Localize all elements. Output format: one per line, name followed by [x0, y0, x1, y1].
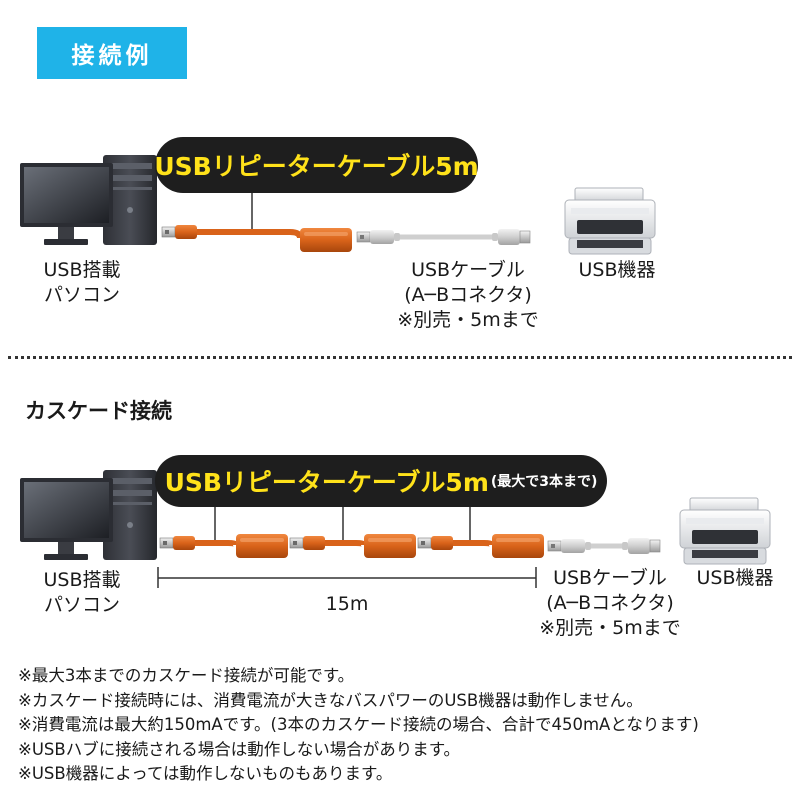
- repeater-box-icon: [364, 534, 416, 558]
- section-badge: 接続例: [37, 27, 187, 79]
- cascade-pc-label-line1: USB搭載: [43, 569, 121, 591]
- repeater-box-icon: [236, 534, 288, 558]
- cascade-usb-cable-label-line1: USBケーブル: [553, 567, 667, 589]
- repeater-box-icon: [492, 534, 544, 558]
- repeater-cable-title: USBリピーターケーブル5m: [154, 137, 479, 193]
- note-item: ※消費電流は最大約150mAです。(3本のカスケード接続の場合、合計で450mA…: [18, 715, 699, 734]
- usb-a-plug-icon: [417, 535, 454, 551]
- usb-a-plug-icon: [159, 535, 196, 551]
- usb-cable-label: USBケーブル (A─Bコネクタ) ※別売・5mまで: [378, 258, 558, 333]
- repeater-box-icon: [300, 228, 352, 252]
- desktop-pc-icon: [20, 155, 157, 245]
- note-item: ※USBハブに接続される場合は動作しない場合があります。: [18, 739, 461, 759]
- usb-cable-label-line1: USBケーブル: [411, 259, 525, 281]
- cascade-usb-cable-label-line3: ※別売・5mまで: [539, 617, 681, 639]
- desktop-pc-icon: [20, 470, 157, 560]
- cascade-usb-cable-label: USBケーブル (A─Bコネクタ) ※別売・5mまで: [522, 566, 698, 641]
- cascade-cable-title-sub: (最大で3本まで): [490, 474, 598, 490]
- usb-a-plug-icon: [161, 224, 198, 240]
- note-item: ※最大3本までのカスケード接続が可能です。: [18, 666, 355, 685]
- printer-icon: [679, 497, 771, 565]
- cascade-cable-title: USBリピーターケーブル5m (最大で3本まで): [155, 455, 607, 507]
- cascade-pc-label-line2: パソコン: [43, 594, 120, 616]
- usb-a-plug-icon: [289, 535, 326, 551]
- usb-a-plug-icon: [547, 538, 592, 554]
- cascade-pc-label: USB搭載 パソコン: [22, 568, 142, 618]
- usb-a-plug-icon: [356, 229, 401, 245]
- cascade-usb-cable-label-line2: (A─Bコネクタ): [546, 592, 674, 614]
- pc-label-line2: パソコン: [43, 284, 120, 306]
- usb-b-plug-icon: [491, 228, 531, 246]
- length-label: 15m: [325, 593, 369, 615]
- pc-label-line1: USB搭載: [43, 259, 121, 281]
- notes-list: ※最大3本までのカスケード接続が可能です。 ※カスケード接続時には、消費電流が大…: [18, 664, 699, 787]
- pc-label: USB搭載 パソコン: [22, 258, 142, 308]
- usb-cable-label-line2: (A─Bコネクタ): [404, 284, 532, 306]
- section-divider: [8, 356, 792, 359]
- printer-icon: [564, 187, 656, 255]
- cascade-section-title: カスケード接続: [25, 399, 172, 423]
- cascade-cable-title-main: USBリピーターケーブル5m: [164, 468, 489, 497]
- usb-b-plug-icon: [621, 537, 661, 555]
- device-label: USB機器: [578, 259, 656, 281]
- usb-cable-label-line3: ※別売・5mまで: [397, 309, 539, 331]
- note-item: ※カスケード接続時には、消費電流が大きなバスパワーのUSB機器は動作しません。: [18, 690, 643, 710]
- cascade-device-label: USB機器: [696, 567, 774, 589]
- note-item: ※USB機器によっては動作しないものもあります。: [18, 764, 393, 783]
